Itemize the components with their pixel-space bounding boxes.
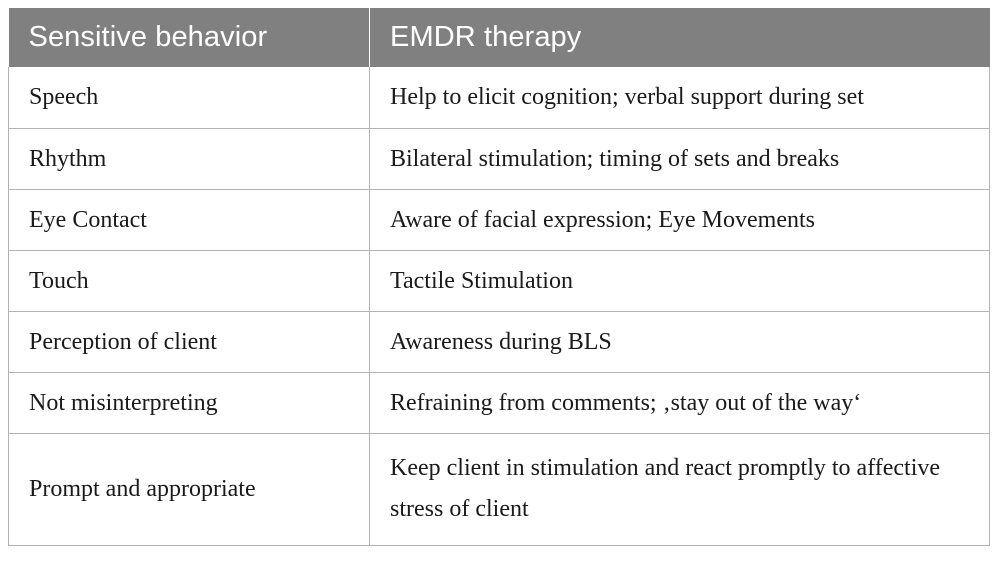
table-row: Speech Help to elicit cognition; verbal … bbox=[8, 67, 990, 129]
table-header: Sensitive behavior EMDR therapy bbox=[8, 8, 990, 68]
column-header-emdr-therapy: EMDR therapy bbox=[369, 8, 990, 68]
header-row: Sensitive behavior EMDR therapy bbox=[8, 8, 990, 68]
cell-emdr-therapy: Help to elicit cognition; verbal support… bbox=[369, 67, 990, 129]
table-row: Not misinterpreting Refraining from comm… bbox=[8, 372, 990, 434]
table-row: Prompt and appropriate Keep client in st… bbox=[8, 433, 990, 546]
cell-emdr-therapy: Keep client in stimulation and react pro… bbox=[369, 433, 990, 546]
table-container: Sensitive behavior EMDR therapy Speech H… bbox=[8, 8, 990, 546]
cell-sensitive-behavior: Not misinterpreting bbox=[8, 372, 370, 434]
table-body: Speech Help to elicit cognition; verbal … bbox=[8, 67, 990, 546]
cell-sensitive-behavior: Perception of client bbox=[8, 311, 370, 373]
cell-emdr-therapy: Aware of facial expression; Eye Movement… bbox=[369, 189, 990, 251]
cell-emdr-therapy: Awareness during BLS bbox=[369, 311, 990, 373]
cell-sensitive-behavior: Prompt and appropriate bbox=[8, 433, 370, 546]
cell-emdr-therapy: Tactile Stimulation bbox=[369, 250, 990, 312]
cell-sensitive-behavior: Rhythm bbox=[8, 128, 370, 190]
cell-sensitive-behavior: Touch bbox=[8, 250, 370, 312]
cell-emdr-therapy: Refraining from comments; ‚stay out of t… bbox=[369, 372, 990, 434]
cell-sensitive-behavior: Speech bbox=[8, 67, 370, 129]
sensitive-behavior-emdr-table: Sensitive behavior EMDR therapy Speech H… bbox=[8, 8, 990, 546]
table-row: Rhythm Bilateral stimulation; timing of … bbox=[8, 128, 990, 190]
table-row: Perception of client Awareness during BL… bbox=[8, 311, 990, 373]
column-header-sensitive-behavior: Sensitive behavior bbox=[8, 8, 370, 68]
table-row: Eye Contact Aware of facial expression; … bbox=[8, 189, 990, 251]
cell-emdr-therapy: Bilateral stimulation; timing of sets an… bbox=[369, 128, 990, 190]
table-row: Touch Tactile Stimulation bbox=[8, 250, 990, 312]
cell-sensitive-behavior: Eye Contact bbox=[8, 189, 370, 251]
